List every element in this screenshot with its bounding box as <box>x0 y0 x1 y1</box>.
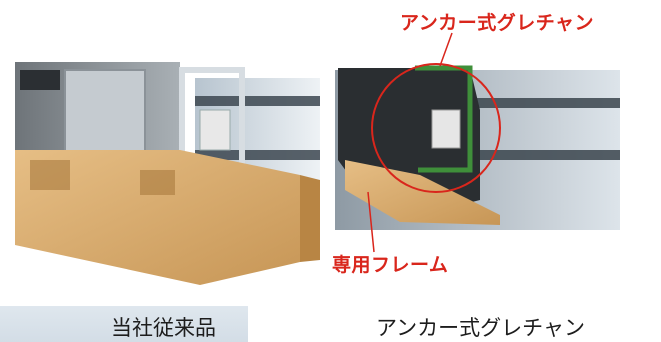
leader-line-bottom <box>367 191 375 253</box>
spacer-bar-r-bottom <box>470 150 620 160</box>
caption-anchor-type: アンカー式グレチャン <box>376 316 585 340</box>
leader-line-top <box>439 32 453 67</box>
dedicated-frame-callout: 専用フレーム <box>332 254 449 276</box>
dark-seal <box>20 70 60 90</box>
anchor-glazing-callout: アンカー式グレチャン <box>400 12 595 34</box>
spacer-bar-top <box>195 96 320 106</box>
dedicated-wood-frame <box>345 160 500 225</box>
caption-conventional: 当社従来品 <box>111 316 216 340</box>
wood-groove-1 <box>30 160 70 190</box>
wood-frame <box>15 150 300 285</box>
spacer-bar-bottom <box>195 150 320 160</box>
setting-block-right <box>431 109 461 149</box>
anchor-glazing-section <box>335 32 620 253</box>
conventional-product-section <box>15 62 320 285</box>
green-glazing-channel <box>415 65 473 173</box>
caption-bar-right <box>248 306 661 342</box>
spacer-bar-r-top <box>470 98 620 108</box>
wood-groove-2 <box>140 170 175 195</box>
wood-frame-edge <box>300 175 320 262</box>
highlight-circle <box>371 63 501 193</box>
setting-block <box>199 109 231 151</box>
